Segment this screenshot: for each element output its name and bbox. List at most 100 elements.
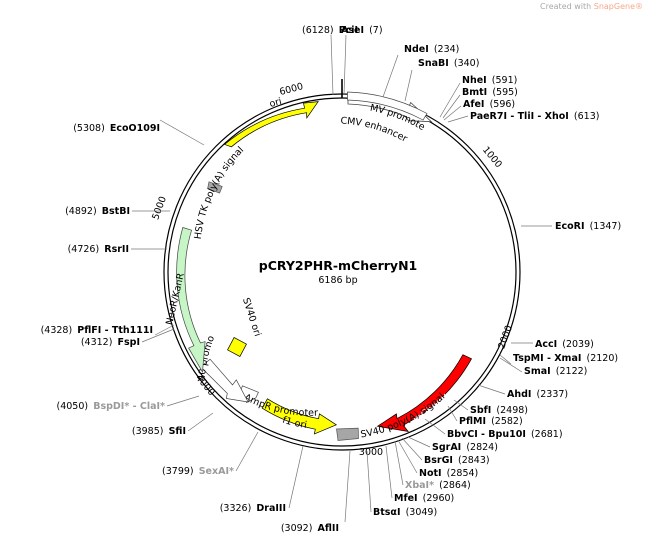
site-ndei-position: (234) [434,44,460,55]
site-pflmi-position: (2582) [491,416,523,427]
site-ecori: EcoRI (1347) [555,214,621,233]
site-bsrgi-name: BsrGI [424,455,453,466]
feature-ori: ori [223,96,319,148]
site-asei: AseI (7) [341,18,383,37]
watermark-suffix: ® [635,2,643,11]
tick-label-3000: 3000 [359,447,383,458]
svg-text:ori: ori [268,96,283,110]
site-bbvci-bpu10i-name: BbvCI - Bpu10I [447,429,526,440]
site-mfei-name: MfeI [394,493,418,504]
site-snabi: SnaBI (340) [418,51,479,70]
site-pflmi: PflMI (2582) [459,409,523,428]
site-smai-name: SmaI [524,366,551,377]
site-asei-name: AseI [341,25,364,36]
site-rsrii: (4726) RsrII [68,237,129,256]
feature-neor-kanr: NeoR/KanR [164,227,206,374]
site-bsrgi: BsrGI (2843) [424,448,490,467]
site-ndei-name: NdeI [404,44,429,55]
site-xbai: XbaI* (2864) [405,473,471,492]
site-noti-name: NotI [419,468,442,479]
feature-mcherry: mCherry [376,354,472,432]
site-pcii-position: (6128) [302,25,334,36]
site-paer7i-tlii-xhoi-name: PaeR7I - TliI - XhoI [470,111,569,122]
site-ecori-name: EcoRI [555,221,585,232]
site-fspi: (4312) FspI [81,330,140,349]
site-leader-lines [131,34,552,523]
site-sgrai-position: (2824) [466,442,498,453]
site-nhei-position: (591) [492,75,518,86]
site-btsai-name: BtsαI [373,507,401,518]
site-draiii-name: DraIII [256,503,286,514]
feature-sv40-ori: SV40 ori [227,297,263,357]
site-acci-position: (2039) [562,339,594,350]
feature-ampr-promoter-label: AmpR promoter [242,392,318,419]
tick-label-2000: 2000 [496,324,515,350]
svg-text:AmpR promoter: AmpR promoter [242,392,318,419]
site-mfei: MfeI (2960) [394,486,454,505]
site-bspdi-clai-name: BspDI* - ClaI* [93,401,165,412]
site-sgrai: SgrAI (2824) [432,435,498,454]
site-rsrii-position: (4726) [68,244,100,255]
site-btsai-position: (3049) [406,507,438,518]
site-sbfi: SbfI (2498) [470,398,528,417]
site-aflii: (3092) AflII [281,516,339,535]
plasmid-name: pCRY2PHR-mCherryN1 [259,258,417,273]
site-bsrgi-position: (2843) [458,455,490,466]
site-noti: NotI (2854) [419,461,478,480]
site-smai-position: (2122) [556,366,588,377]
site-asei-position: (7) [369,25,382,36]
site-pcii: (6128) PciI [302,18,358,37]
site-tspmi-xmai-position: (2120) [586,353,618,364]
watermark-prefix: Created with [540,2,594,11]
site-pflfi-tth111i-position: (4328) [41,325,73,336]
site-sbfi-position: (2498) [496,405,528,416]
site-ecoo109i-name: EcoO109I [110,123,160,134]
site-pflfi-tth111i: (4328) PflFI - Tth111I [41,318,153,337]
site-sfii-position: (3985) [132,426,164,437]
tick-label-5000: 5000 [150,195,169,221]
site-fspi-position: (4312) [81,337,113,348]
site-sexai-name: SexAI* [199,466,234,477]
plasmid-size: 6186 bp [318,275,357,286]
site-sexai-position: (3799) [162,466,194,477]
site-pflmi-name: PflMI [459,416,486,427]
feature-ori-label: ori [268,96,283,110]
site-bspdi-clai-position: (4050) [57,401,89,412]
site-btsai: BtsαI (3049) [373,500,437,519]
site-ecoo109i-position: (5308) [73,123,105,134]
site-bmti: BmtI (595) [462,80,518,99]
site-bspdi-clai: (4050) BspDI* - ClaI* [57,394,166,413]
site-tspmi-xmai-name: TspMI - XmaI [513,353,581,364]
tick-label-1000: 1000 [480,145,504,171]
site-snabi-name: SnaBI [418,58,449,69]
site-ahdi-name: AhdI [507,389,531,400]
site-bbvci-bpu10i: BbvCI - Bpu10I (2681) [447,422,563,441]
site-pflfi-tth111i-name: PflFI - Tth111I [77,325,153,336]
site-bstbi-position: (4892) [65,206,97,217]
tick-label-6000: 6000 [278,81,304,98]
feature-hsv-tk-polya: HSV TK poly(A) signal [193,145,246,240]
site-aflii-name: AflII [318,523,339,534]
site-rsrii-name: RsrII [104,244,129,255]
site-tspmi-xmai: TspMI - XmaI (2120) [513,346,618,365]
site-draiii-position: (3326) [220,503,252,514]
snapgene-watermark: Created with SnapGene® [540,2,643,11]
site-pcii-name: PciI [339,25,358,36]
site-bbvci-bpu10i-position: (2681) [531,429,563,440]
site-fspi-name: FspI [118,337,140,348]
site-ndei: NdeI (234) [404,37,459,56]
site-sfii: (3985) SfiI [132,419,186,438]
site-smai: SmaI (2122) [524,359,587,378]
site-acci: AccI (2039) [535,332,594,351]
site-paer7i-tlii-xhoi: PaeR7I - TliI - XhoI (613) [470,104,599,123]
feature-ampr-promoter: AmpR promoter [239,385,318,419]
watermark-brand: SnapGene [593,2,635,11]
site-sgrai-name: SgrAI [432,442,461,453]
site-nhei: NheI (591) [462,68,517,87]
site-xbai-position: (2864) [439,480,471,491]
site-bmti-position: (595) [492,87,518,98]
site-ahdi-position: (2337) [537,389,569,400]
site-ecori-position: (1347) [590,221,622,232]
site-aflii-position: (3092) [281,523,313,534]
feature-f1-ori: f1 ori [261,398,338,435]
